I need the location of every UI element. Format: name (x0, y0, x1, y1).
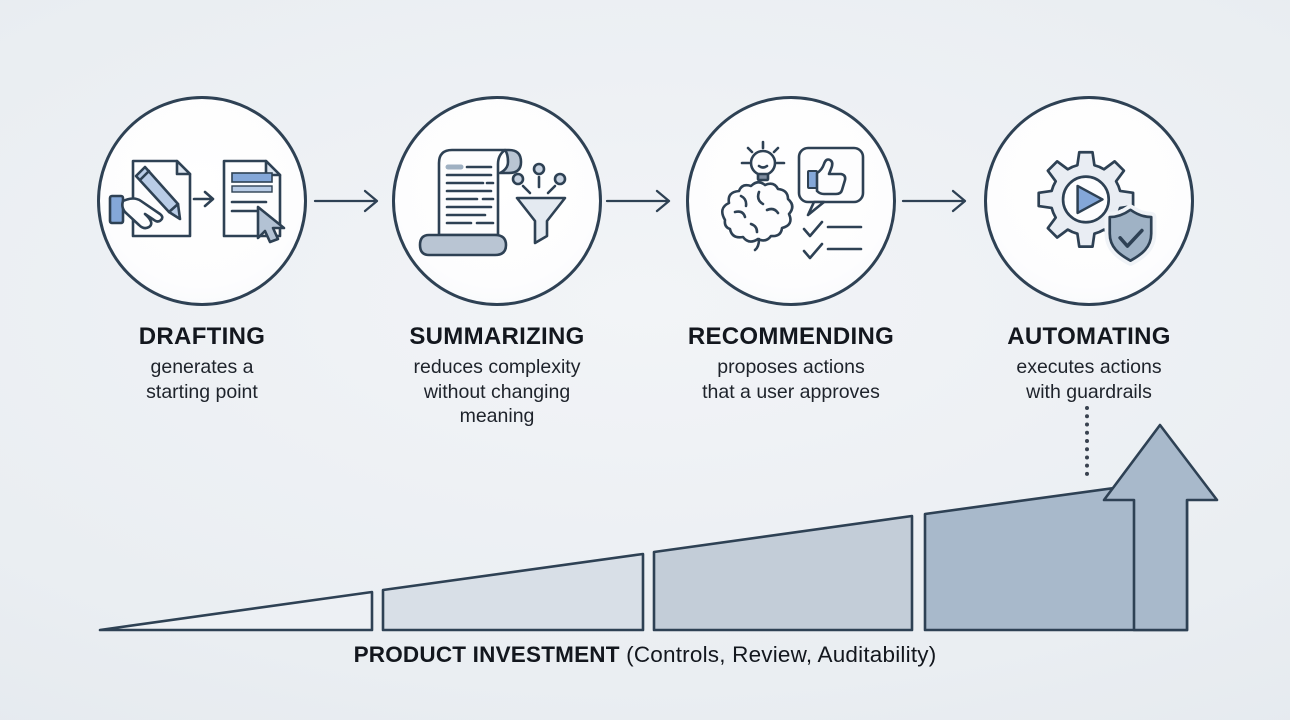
scroll-document-icon (418, 148, 523, 257)
growth-arrow (1102, 423, 1219, 632)
funnel-icon (511, 162, 567, 245)
caption-detail: (Controls, Review, Auditability) (626, 642, 937, 667)
investment-ramp (98, 423, 1219, 632)
drafting-icon (108, 159, 286, 243)
ramp-segment-1 (98, 590, 374, 632)
stage-title: SUMMARIZING (409, 323, 585, 350)
stage-circle-automating (984, 96, 1194, 306)
flow-arrow-3 (901, 189, 967, 213)
shield-check-icon (1104, 204, 1157, 266)
bottom-caption: PRODUCT INVESTMENT (Controls, Review, Au… (0, 642, 1290, 668)
stage-text-drafting: DRAFTING generates a starting point (62, 322, 342, 404)
ramp-segment-3 (652, 514, 914, 632)
arrow-icon (192, 190, 215, 207)
stage-text-summarizing: SUMMARIZING reduces complexity without c… (357, 322, 637, 429)
thumbs-up-bubble-icon (797, 146, 865, 217)
stage-circle-drafting (97, 96, 307, 306)
stage-description: generates a starting point (146, 356, 258, 403)
stage-text-recommending: RECOMMENDING proposes actions that a use… (651, 322, 931, 404)
brain-icon (720, 180, 794, 252)
flow-arrow-2 (605, 189, 671, 213)
ramp-segment-2 (381, 552, 645, 632)
stage-description: proposes actions that a user approves (702, 356, 880, 403)
summarizing-icon (418, 148, 567, 257)
dotted-connector-line (1085, 406, 1089, 476)
stage-description: executes actions with guardrails (1016, 356, 1162, 403)
stage-circle-recommending (686, 96, 896, 306)
automating-icon (1037, 150, 1157, 266)
stage-text-automating: AUTOMATING executes actions with guardra… (949, 322, 1229, 404)
stage-title: AUTOMATING (1007, 323, 1171, 350)
stage-description: reduces complexity without changing mean… (413, 356, 581, 427)
lightbulb-icon (740, 140, 786, 182)
flow-arrow-1 (313, 189, 379, 213)
caption-bold: PRODUCT INVESTMENT (353, 642, 620, 667)
stage-circle-summarizing (392, 96, 602, 306)
document-cursor-icon (222, 159, 286, 243)
stage-title: RECOMMENDING (687, 323, 895, 350)
recommending-icon (720, 140, 865, 260)
hand-writing-document-icon (108, 159, 192, 237)
stage-title: DRAFTING (138, 323, 266, 350)
checklist-icon (802, 220, 863, 260)
